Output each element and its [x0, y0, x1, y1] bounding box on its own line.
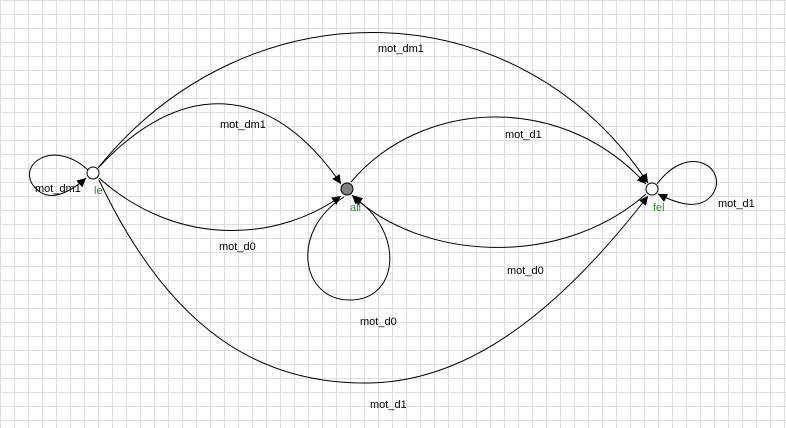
edge-label-fel-fel: mot_d1: [718, 198, 755, 210]
edge-label-all-all: mot_d0: [360, 316, 397, 328]
edge-le-to-fel-bottom[interactable]: [98, 179, 649, 384]
edge-label-le-fel-bottom: mot_d1: [370, 399, 407, 411]
edge-fel-to-all[interactable]: [351, 193, 647, 248]
edge-label-le-fel-top: mot_dm1: [378, 43, 424, 55]
edge-label-fel-all: mot_d0: [507, 265, 544, 277]
state-all-label: all: [350, 202, 361, 214]
edge-le-to-fel-top[interactable]: [97, 32, 649, 184]
state-all-circle[interactable]: [340, 182, 354, 196]
state-fel-label: fel: [653, 202, 665, 214]
edge-le-to-all-top[interactable]: [98, 103, 342, 185]
edge-label-le-le: mot_dm1: [35, 183, 81, 195]
state-le-label: le: [94, 185, 103, 197]
edge-le-to-le[interactable]: [29, 154, 89, 196]
edge-all-to-fel[interactable]: [350, 116, 647, 185]
state-all[interactable]: all: [340, 182, 361, 214]
edge-label-le-all-top: mot_dm1: [220, 119, 266, 131]
state-fel[interactable]: fel: [645, 182, 665, 214]
state-fel-circle[interactable]: [645, 182, 659, 196]
state-le-circle[interactable]: [86, 166, 100, 180]
edge-fel-to-fel[interactable]: [656, 161, 717, 205]
state-le[interactable]: le: [86, 166, 103, 197]
edge-le-to-all-bottom[interactable]: [98, 177, 342, 232]
edge-label-all-fel: mot_d1: [505, 129, 542, 141]
edge-label-le-all-bottom: mot_d0: [219, 241, 256, 253]
edge-all-to-all[interactable]: [307, 196, 391, 301]
